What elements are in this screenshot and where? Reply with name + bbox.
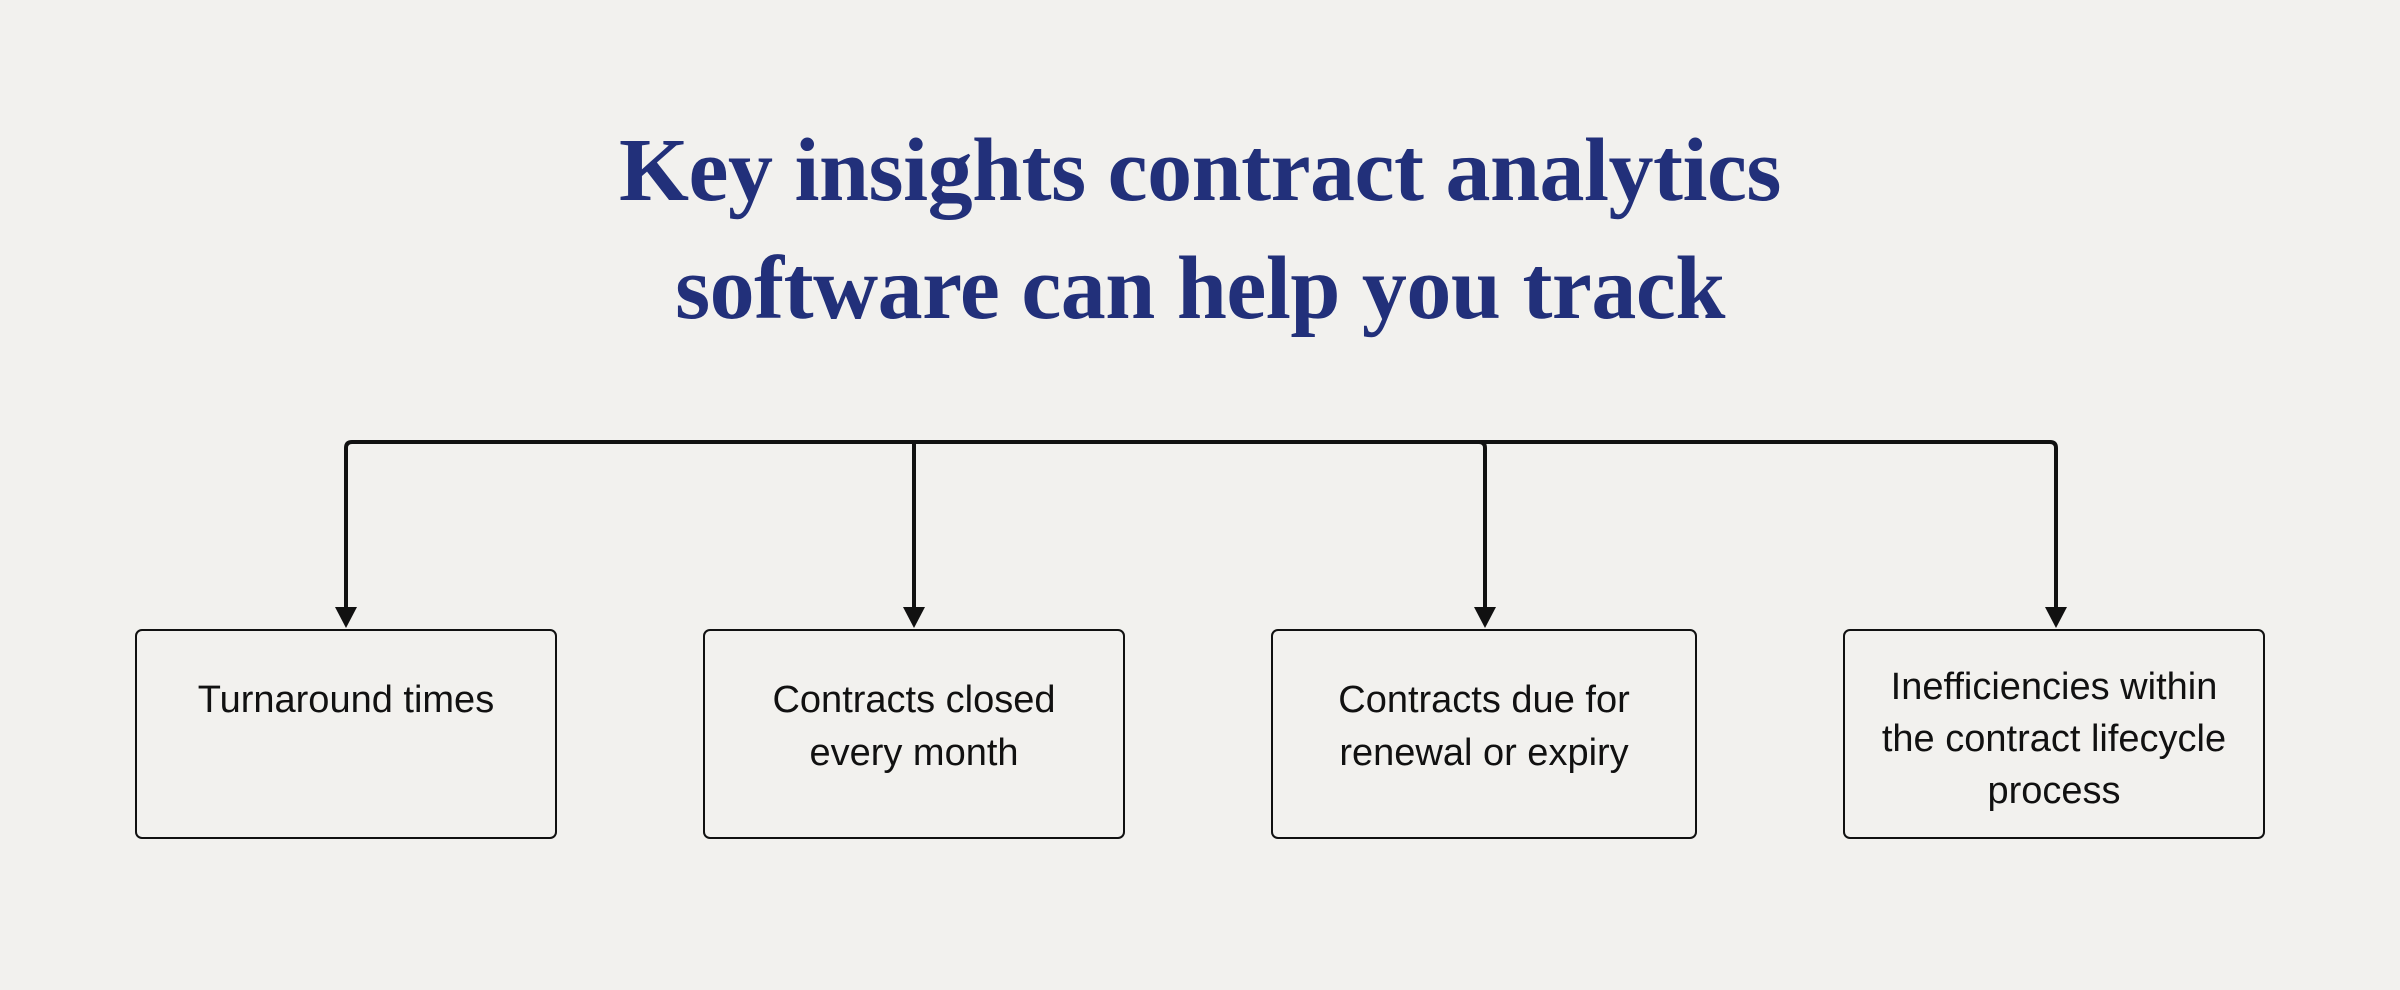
connector-bus-line — [344, 440, 2058, 610]
insight-box-label-line: the contract lifecycle — [1881, 718, 2227, 760]
title-line-1: Key insights contract analytics — [619, 121, 1781, 220]
arrow-down-icon — [903, 607, 925, 628]
insight-box-contracts-closed: Contracts closed every month — [703, 629, 1125, 839]
insight-box-label-line: every month — [809, 732, 1019, 774]
insight-box-label-line: Inefficiencies within — [1890, 666, 2218, 708]
insight-box-turnaround-times: Turnaround times — [135, 629, 557, 839]
insight-box-label-line: renewal or expiry — [1339, 732, 1629, 774]
insight-box-label-line: Contracts closed — [772, 679, 1056, 721]
insight-box-label: Contracts closed every month — [705, 631, 1123, 780]
arrow-down-icon — [335, 607, 357, 628]
insight-box-label-line: Turnaround times — [197, 679, 495, 721]
insight-box-label-line: Contracts due for — [1338, 679, 1630, 721]
arrow-down-icon — [2045, 607, 2067, 628]
title-line-2: software can help you track — [675, 239, 1725, 338]
page-title: Key insights contract analytics software… — [0, 112, 2400, 348]
insight-box-contracts-due: Contracts due for renewal or expiry — [1271, 629, 1697, 839]
insight-box-inefficiencies: Inefficiencies within the contract lifec… — [1843, 629, 2265, 839]
insight-box-label: Turnaround times — [137, 631, 555, 727]
arrow-down-icon — [1474, 607, 1496, 628]
insight-box-label-line: process — [1987, 770, 2121, 812]
connector-line-3 — [1478, 440, 1487, 610]
insight-box-label: Contracts due for renewal or expiry — [1273, 631, 1695, 780]
insight-box-label: Inefficiencies within the contract lifec… — [1845, 631, 2263, 817]
